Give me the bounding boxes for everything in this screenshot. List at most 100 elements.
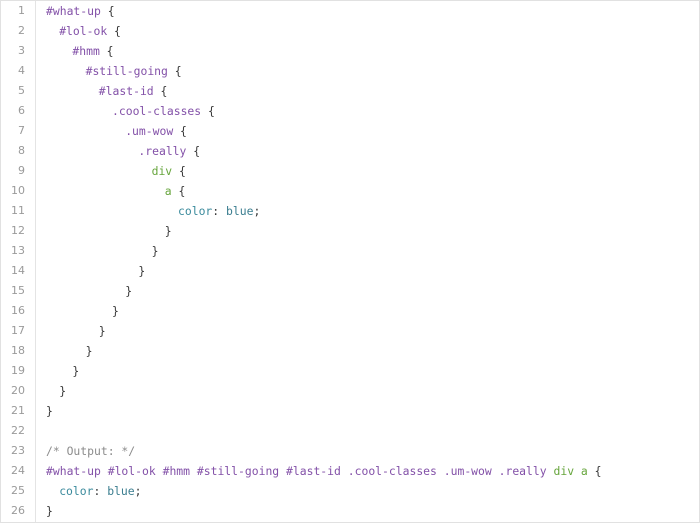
- css-punctuation-token: }: [59, 384, 67, 398]
- line-number: 13: [11, 244, 25, 257]
- line-number: 14: [11, 264, 25, 277]
- css-value-token: blue: [226, 204, 254, 218]
- line-code: }: [138, 261, 145, 281]
- line-code: }: [59, 381, 66, 401]
- code-line: 20}: [1, 381, 699, 401]
- line-number: 25: [11, 484, 25, 497]
- line-code: #last-id {: [99, 81, 168, 101]
- code-line: 14}: [1, 261, 699, 281]
- line-code: #still-going {: [86, 61, 182, 81]
- code-line: 24 #what-up #lol-ok #hmm #still-going #la…: [1, 461, 699, 481]
- css-punctuation-token: {: [107, 24, 121, 38]
- css-punctuation-token: }: [98, 324, 106, 338]
- line-number: 17: [11, 324, 25, 337]
- css-punctuation-token: {: [587, 464, 602, 478]
- code-line: 26}: [1, 501, 699, 521]
- code-line: 6 .cool-classes {: [1, 101, 699, 121]
- css-punctuation-token: {: [171, 184, 186, 198]
- code-line: 10 a {: [1, 181, 699, 201]
- line-code: #lol-ok {: [59, 21, 121, 41]
- code-line: 19}: [1, 361, 699, 381]
- line-code: }: [86, 341, 93, 361]
- line-code: color: blue;: [178, 201, 260, 221]
- line-number: 7: [18, 124, 25, 137]
- css-punctuation-token: {: [153, 84, 168, 98]
- css-punctuation-token: {: [186, 144, 201, 158]
- css-punctuation-token: {: [172, 164, 186, 178]
- css-tag-token: div: [553, 464, 575, 478]
- css-punctuation-token: }: [164, 224, 172, 238]
- code-line: 12}: [1, 221, 699, 241]
- line-number: 16: [11, 304, 25, 317]
- line-number: 8: [18, 144, 25, 157]
- line-number: 18: [11, 344, 25, 357]
- line-code: .cool-classes {: [112, 101, 215, 121]
- line-number: 24: [11, 464, 25, 477]
- css-value-token: blue: [107, 484, 135, 498]
- code-line: 17}: [1, 321, 699, 341]
- line-number: 6: [18, 104, 25, 117]
- code-line: 5 #last-id {: [1, 81, 699, 101]
- line-code: }: [112, 301, 119, 321]
- line-code: }: [165, 221, 172, 241]
- css-selector-token: .um-wow: [125, 124, 174, 138]
- line-number: 3: [18, 44, 25, 57]
- css-selector-token: .cool-classes: [112, 104, 202, 118]
- line-number: 22: [11, 424, 25, 437]
- css-selector-token: #what-up: [46, 4, 101, 18]
- line-number: 9: [18, 164, 25, 177]
- css-property-token: color: [178, 204, 213, 218]
- css-punctuation-token: }: [151, 244, 159, 258]
- line-number: 5: [18, 84, 25, 97]
- css-selector-token: #what-up #lol-ok #hmm #still-going #last…: [46, 464, 547, 478]
- line-number: 15: [11, 284, 25, 297]
- css-tag-token: a: [580, 464, 588, 478]
- css-punctuation-token: }: [125, 284, 133, 298]
- code-line: 25 color: blue;: [1, 481, 699, 501]
- css-punctuation-token: :: [212, 204, 227, 218]
- code-line: 9 div {: [1, 161, 699, 181]
- css-comment-token: /* Output: */: [46, 444, 136, 458]
- css-selector-token: #lol-ok: [59, 24, 108, 38]
- code-line: 11 color: blue;: [1, 201, 699, 221]
- line-code: #what-up #lol-ok #hmm #still-going #last…: [46, 461, 602, 481]
- code-line: 23/* Output: */: [1, 441, 699, 461]
- code-line: 16}: [1, 301, 699, 321]
- line-code: div {: [152, 161, 186, 181]
- line-code: }: [72, 361, 79, 381]
- line-number: 21: [11, 404, 25, 417]
- css-punctuation-token: {: [99, 44, 114, 58]
- code-line: 13}: [1, 241, 699, 261]
- line-code: }: [46, 401, 53, 421]
- css-punctuation-token: }: [46, 404, 53, 418]
- code-line: 18}: [1, 341, 699, 361]
- css-punctuation-token: }: [72, 364, 80, 378]
- code-line: 2 #lol-ok {: [1, 21, 699, 41]
- css-selector-token: #hmm: [72, 44, 100, 58]
- css-punctuation-token: {: [173, 124, 187, 138]
- css-punctuation-token: {: [100, 4, 115, 18]
- code-line: 3 #hmm {: [1, 41, 699, 61]
- line-code: a {: [165, 181, 186, 201]
- line-number: 19: [11, 364, 25, 377]
- line-number: 20: [11, 384, 25, 397]
- line-code: }: [125, 281, 132, 301]
- line-number: 11: [11, 204, 25, 217]
- line-code: color: blue;: [59, 481, 141, 501]
- css-punctuation-token: :: [93, 484, 108, 498]
- css-selector-token: #last-id: [98, 84, 154, 98]
- line-number: 10: [11, 184, 25, 197]
- line-code: #what-up {: [46, 1, 115, 21]
- css-punctuation-token: {: [201, 104, 215, 118]
- css-punctuation-token: }: [138, 264, 146, 278]
- css-tag-token: div: [151, 164, 173, 178]
- css-selector-token: .really: [138, 144, 187, 158]
- css-punctuation-token: ;: [134, 484, 142, 498]
- code-line: 7 .um-wow {: [1, 121, 699, 141]
- line-code: }: [46, 501, 53, 521]
- css-punctuation-token: {: [167, 64, 182, 78]
- css-punctuation-token: }: [112, 304, 119, 318]
- line-number: 2: [18, 24, 25, 37]
